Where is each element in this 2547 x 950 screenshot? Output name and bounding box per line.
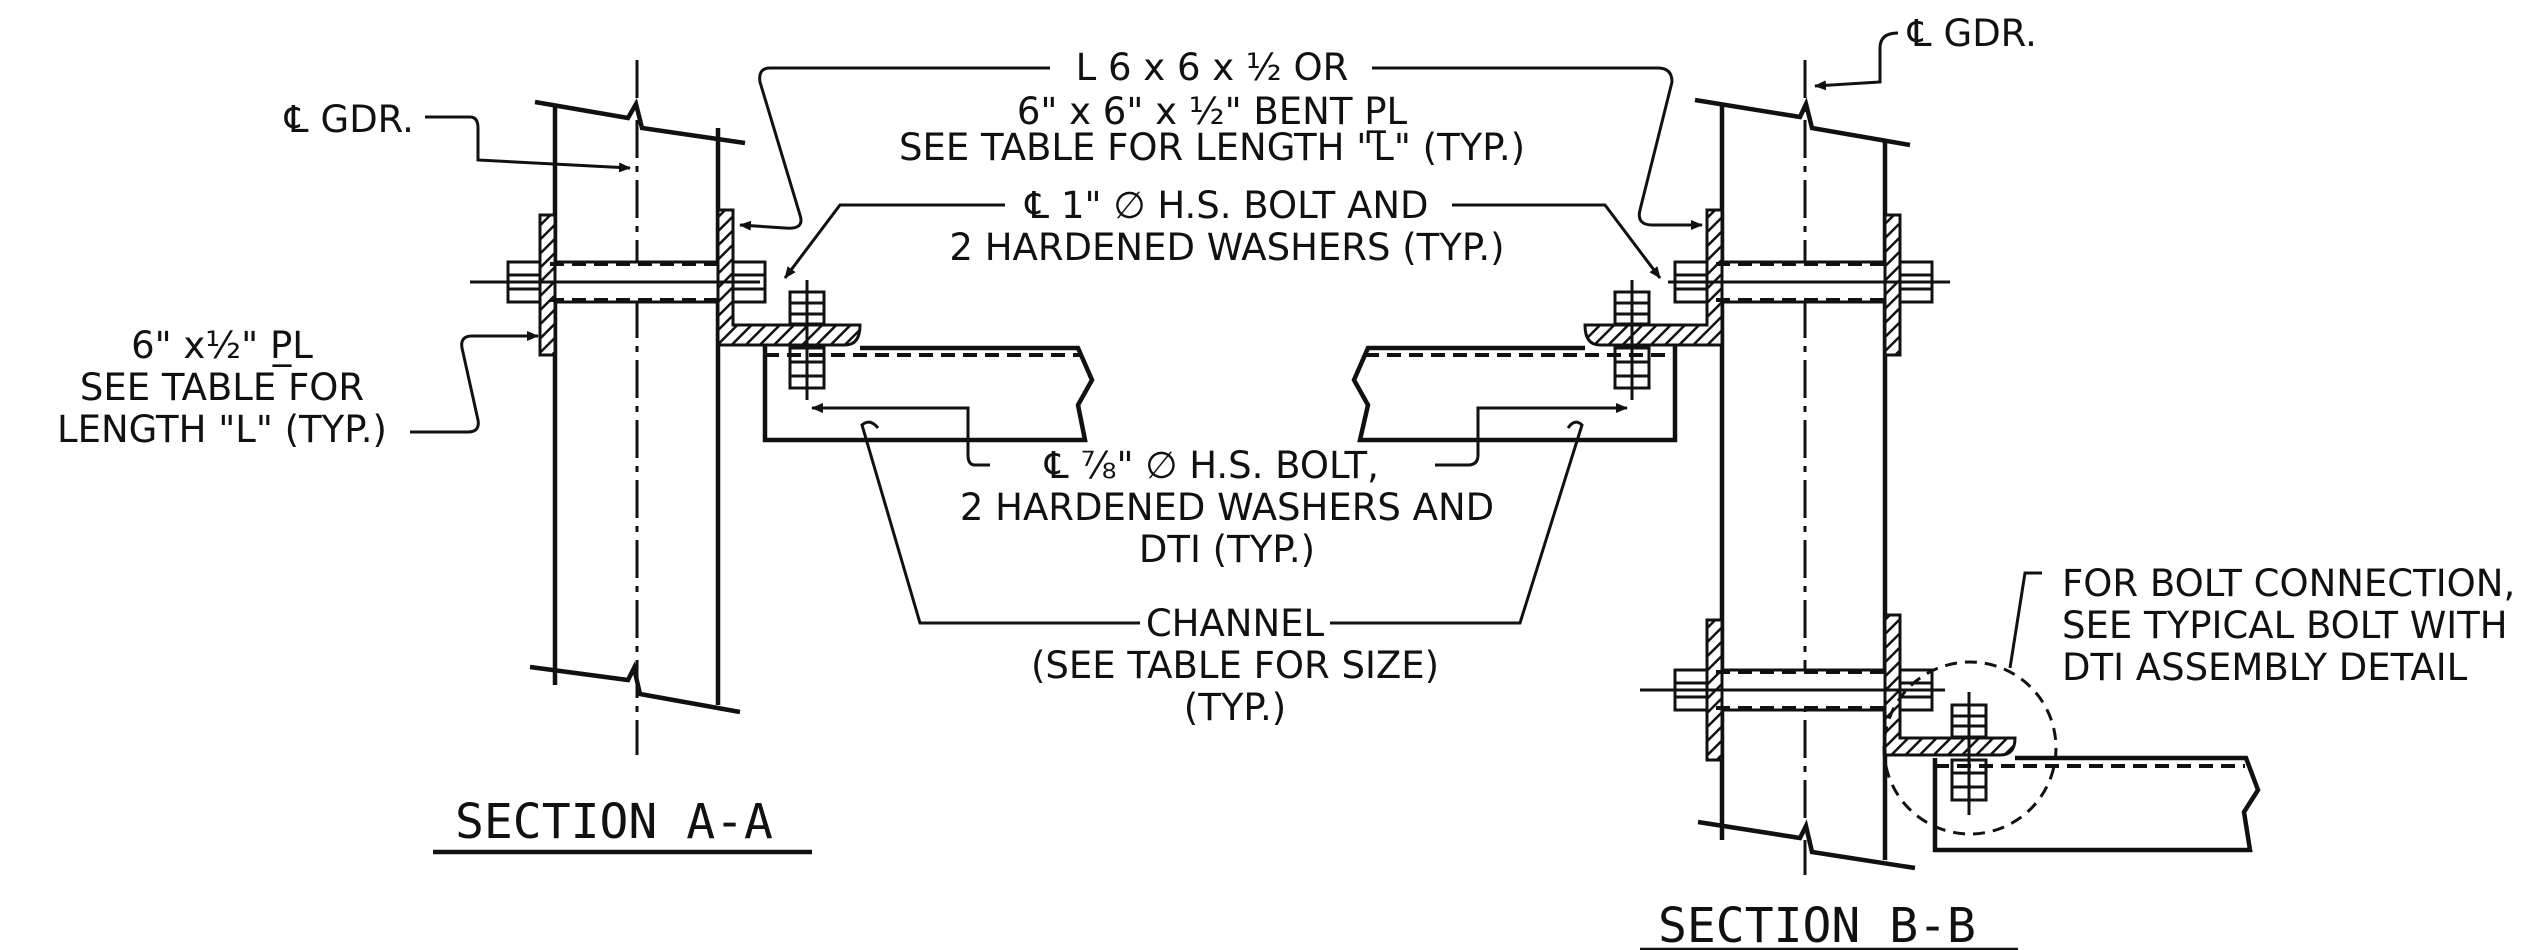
angle-label-line2: 6" x 6" x ½" BENT P̲L bbox=[1017, 90, 1408, 133]
plate-label-line3: LENGTH "L" (TYP.) bbox=[57, 408, 387, 451]
section-a-drawing bbox=[470, 60, 1095, 755]
bolt-7-8-label-line2: 2 HARDENED WASHERS AND bbox=[960, 486, 1494, 529]
bolt-connection-label-line3: DTI ASSEMBLY DETAIL bbox=[2062, 646, 2468, 689]
bolt-1in-label-line1: ℄ 1" ∅ H.S. BOLT AND bbox=[1025, 184, 1429, 227]
plate-label-line1: 6" x½" P̲L bbox=[131, 324, 313, 367]
cl-gdr-right-label: ℄ GDR. bbox=[1907, 12, 2037, 55]
bolt-7-8-label-line1: ℄ ⅞" ∅ H.S. BOLT, bbox=[1044, 444, 1379, 487]
angle-label-line1: L 6 x 6 x ½ OR bbox=[1076, 46, 1349, 89]
section-b-title: SECTION B-B bbox=[1658, 898, 1976, 950]
angle-label-line3: SEE TABLE FOR LENGTH "L" (TYP.) bbox=[899, 126, 1525, 169]
section-b-drawing bbox=[1351, 60, 2261, 875]
bolt-7-8-label-line3: DTI (TYP.) bbox=[1139, 528, 1315, 571]
section-a-title: SECTION A-A bbox=[455, 794, 773, 850]
leader-lines bbox=[410, 31, 2042, 669]
bolt-connection-label-line2: SEE TYPICAL BOLT WITH bbox=[2062, 604, 2508, 647]
cl-gdr-left-label: ℄ GDR. bbox=[284, 98, 414, 141]
labels: ℄ GDR. ℄ GDR. L 6 x 6 x ½ OR 6" x 6" x ½… bbox=[57, 12, 2515, 950]
channel-label-line2: (SEE TABLE FOR SIZE) bbox=[1031, 644, 1439, 687]
plate-label-line2: SEE TABLE FOR bbox=[80, 366, 364, 409]
bolt-connection-label-line1: FOR BOLT CONNECTION, bbox=[2062, 562, 2515, 605]
bolt-1in-label-line2: 2 HARDENED WASHERS (TYP.) bbox=[949, 226, 1504, 269]
channel-label-line3: (TYP.) bbox=[1184, 686, 1286, 729]
channel-label-line1: CHANNEL bbox=[1146, 602, 1325, 645]
